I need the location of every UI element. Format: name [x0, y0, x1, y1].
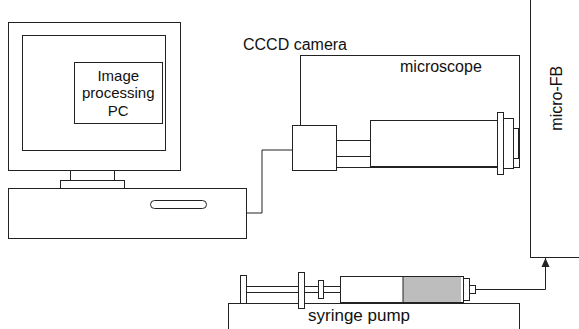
feed-tube [476, 289, 521, 290]
lens-tip [514, 129, 519, 159]
syringe-flange [464, 279, 470, 301]
syringe-barrel [341, 277, 464, 303]
drive-slot [151, 201, 207, 209]
computer-case [9, 189, 247, 239]
arrow-head [542, 258, 550, 267]
microscope-label: microscope [400, 58, 482, 76]
pump-end-plate [241, 276, 247, 304]
monitor-housing [9, 23, 181, 171]
camera-label: CCCD camera [243, 36, 347, 54]
connector [246, 150, 292, 213]
microscope-body [371, 121, 498, 167]
micro-fb-chip: micro-FB [530, 0, 579, 258]
connector [520, 258, 550, 290]
monitor-neck [71, 171, 115, 181]
pump-base [229, 304, 520, 329]
connector-line [520, 258, 546, 290]
camera-microscope: CCCD cameramicroscope [292, 36, 520, 180]
syringe-pump: syringe pump [228, 268, 520, 329]
connector-line [246, 150, 292, 213]
lens-plate [498, 113, 504, 175]
syringe-fluid [403, 277, 461, 302]
monitor-foot [61, 181, 125, 189]
monitor-screen [23, 36, 166, 151]
pump-label: syringe pump [308, 306, 410, 326]
pump-rod [247, 287, 299, 293]
pc-label: Image processing PC [74, 62, 163, 124]
pusher-plate [299, 273, 305, 309]
chip-label: micro-FB [548, 66, 566, 131]
plunger-head [403, 277, 404, 302]
syringe-tip [470, 286, 476, 294]
plunger-collar [319, 281, 324, 299]
lens-ring [504, 119, 514, 169]
camera-body [293, 126, 337, 171]
camera-tube [337, 141, 371, 157]
computer: Image processing PC [8, 20, 246, 240]
